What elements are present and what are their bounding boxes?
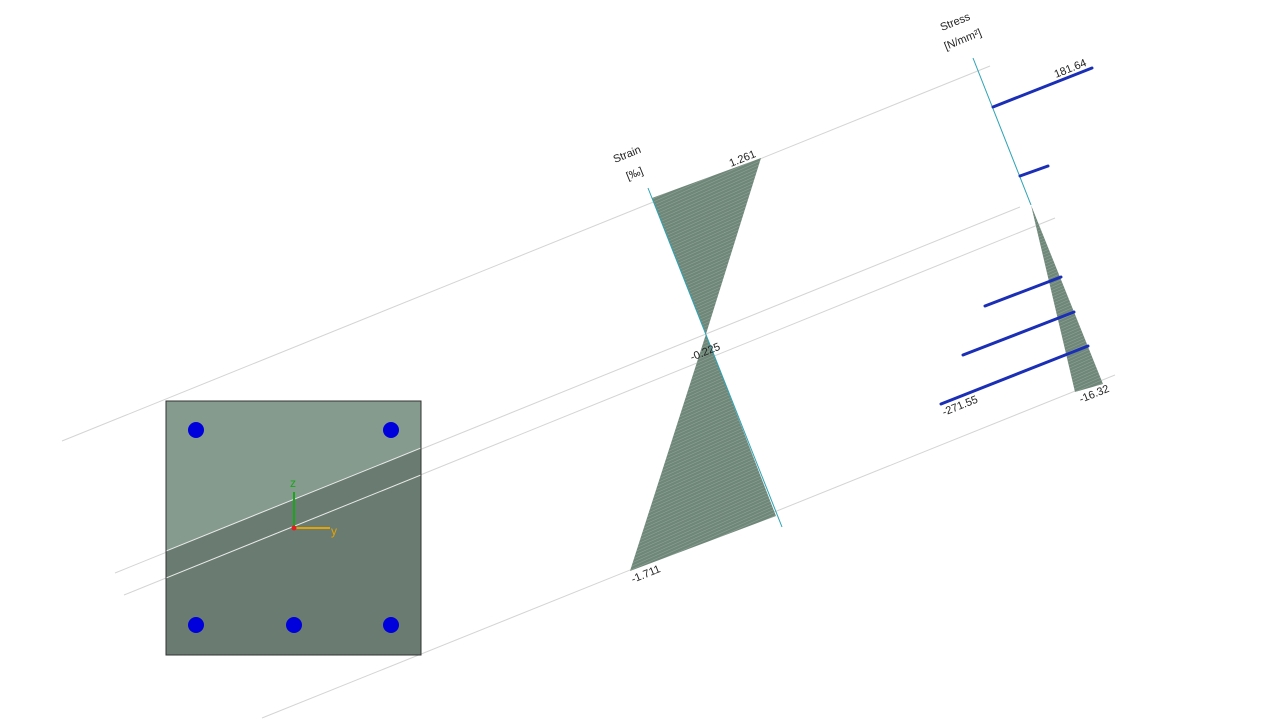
rebar-stress-top-row-2	[1018, 164, 1050, 178]
strain-baseline	[647, 187, 783, 528]
rebar-stress-top-row-1	[991, 66, 1094, 109]
y-axis-label: y	[331, 524, 337, 538]
z-axis-label: z	[290, 476, 296, 490]
strain-diagram: Strain [‰] 1.261 -0.225 -1.711	[612, 144, 783, 586]
strain-tension-area	[652, 158, 761, 334]
guide-line-top	[61, 65, 991, 442]
strain-title: Strain	[612, 144, 643, 166]
stress-baseline	[972, 57, 1032, 206]
rebar-stress-bottom-row-3	[939, 344, 1090, 406]
rebar-stress-bottom-row-1	[983, 275, 1063, 308]
concrete-stress-block	[1031, 205, 1103, 392]
strain-unit: [‰]	[625, 165, 645, 183]
origin-point	[291, 525, 297, 531]
rebar	[286, 617, 302, 633]
strain-compression-area	[630, 334, 776, 571]
rebar	[383, 422, 399, 438]
tension-zone	[166, 401, 421, 551]
rebar	[188, 617, 204, 633]
stress-title: Stress	[939, 11, 973, 34]
section-outline	[165, 400, 422, 656]
rebar-stress-bottom-row-2	[961, 310, 1076, 357]
rebar	[188, 422, 204, 438]
stress-diagram: Stress [N/mm²] 181.64 -271.55 -16.32	[939, 11, 1111, 419]
coordinate-axes: z y	[290, 476, 337, 538]
rebar	[383, 617, 399, 633]
